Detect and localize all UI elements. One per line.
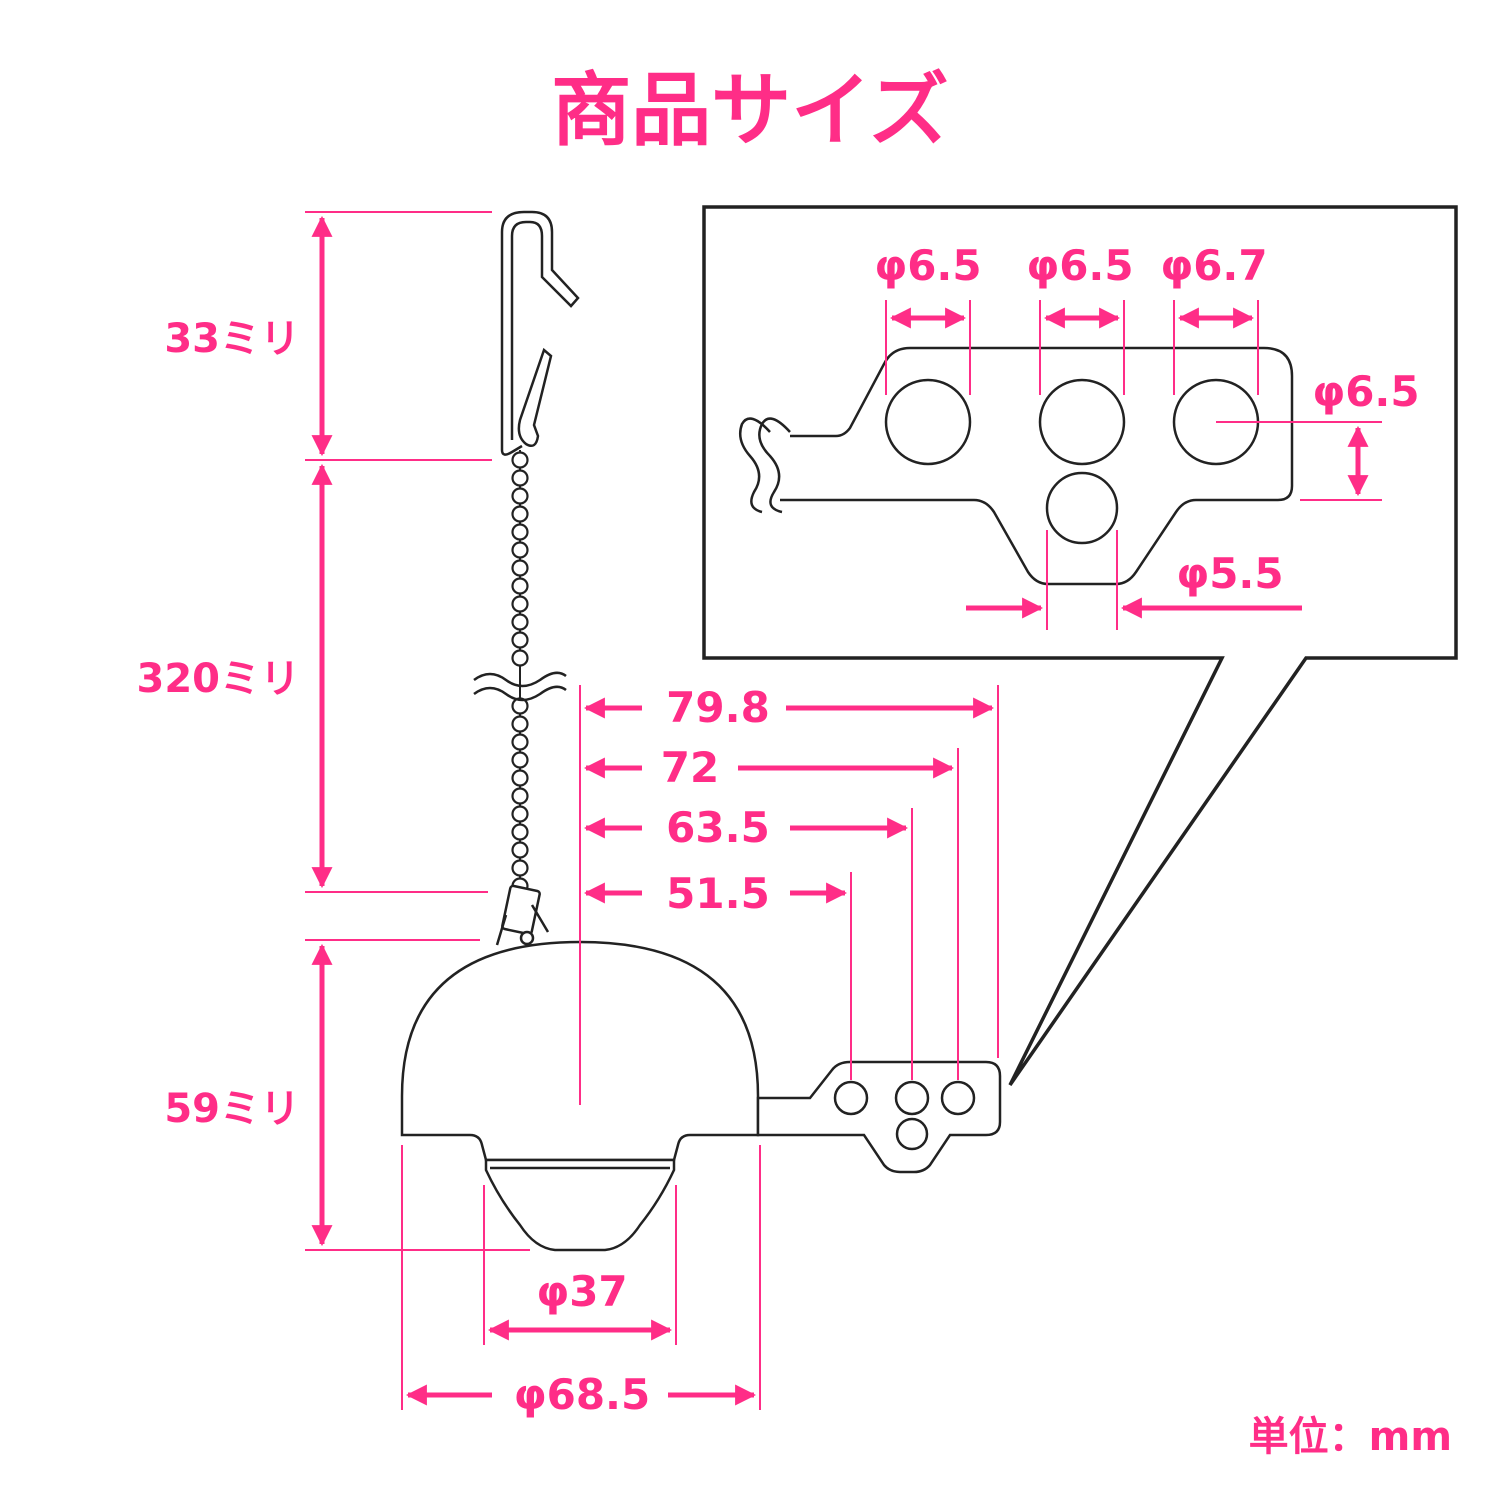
hole-bottom-diameter-label: φ5.5	[1176, 549, 1283, 598]
hole3-diameter-label: φ6.7	[1160, 241, 1267, 290]
chain-bead	[511, 751, 529, 769]
unit-label: 単位：mm	[1249, 1414, 1452, 1460]
chain-bead	[511, 631, 529, 649]
float-height-label: 59ミリ	[164, 1086, 300, 1132]
horizontal-dimensions	[579, 685, 999, 1105]
chain-break-mark	[473, 671, 567, 702]
height-dimensions	[305, 211, 530, 1251]
chain-bead	[511, 841, 529, 859]
hole-right-diameter-label: φ6.5	[1312, 367, 1419, 416]
dim-72-label: 72	[661, 743, 719, 792]
chain-bead	[511, 823, 529, 841]
float-drawing	[400, 940, 1002, 1252]
hole2-diameter-label: φ6.5	[1026, 241, 1133, 290]
chain-connector	[495, 884, 550, 946]
chain-bead	[511, 487, 529, 505]
outer-diameter-label: φ68.5	[514, 1370, 650, 1419]
chain-bead	[511, 769, 529, 787]
dim-63-5-label: 63.5	[666, 803, 770, 852]
bottom-dimensions	[401, 1145, 761, 1410]
chain-bead	[511, 595, 529, 613]
ball-chain	[511, 450, 529, 895]
arm-detail-callout	[702, 205, 1458, 1086]
chain-bead	[511, 451, 529, 469]
chain-bead	[511, 469, 529, 487]
chain-bead	[511, 733, 529, 751]
hole1-diameter-label: φ6.5	[874, 241, 981, 290]
chain-bead	[511, 505, 529, 523]
dim-79-8-label: 79.8	[666, 683, 770, 732]
chain-bead	[511, 859, 529, 877]
page-title: 商品サイズ	[551, 64, 949, 157]
chain-bead	[511, 787, 529, 805]
chain-bead	[511, 577, 529, 595]
hook-drawing	[500, 210, 580, 456]
chain-bead	[511, 697, 529, 715]
chain-bead	[511, 523, 529, 541]
dim-51-5-label: 51.5	[666, 869, 770, 918]
chain-bead	[511, 715, 529, 733]
chain-bead	[511, 559, 529, 577]
hook-height-label: 33ミリ	[164, 316, 300, 362]
inner-diameter-label: φ37	[536, 1267, 627, 1316]
chain-length-label: 320ミリ	[137, 656, 301, 702]
chain-bead	[511, 649, 529, 667]
chain-bead	[511, 805, 529, 823]
chain-bead	[511, 613, 529, 631]
chain-bead	[511, 541, 529, 559]
